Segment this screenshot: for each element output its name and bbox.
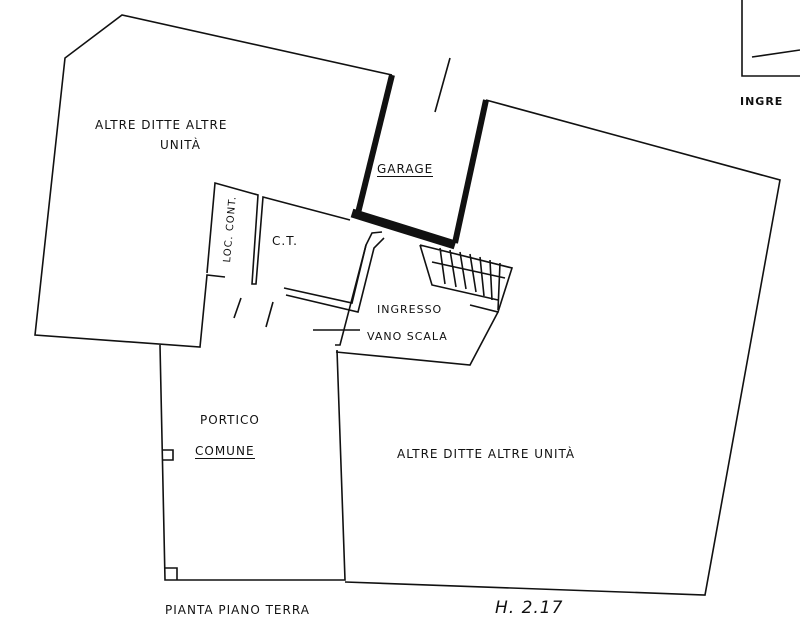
room-label-ingresso: INGRESSO (377, 303, 443, 316)
pillar (163, 449, 178, 580)
room-label-right: ALTRE DITTE ALTRE UNITÀ (397, 447, 576, 461)
room-ct-inner (285, 237, 385, 313)
room-loc-cont (206, 181, 351, 285)
inset-line (751, 49, 800, 58)
room-ingresso (335, 244, 499, 366)
door-mark (233, 57, 451, 328)
room-ct (283, 231, 383, 304)
garage-wall-left (355, 74, 395, 214)
room-label-garage: GARAGE (377, 162, 434, 177)
room-label-ct: C.T. (272, 234, 298, 248)
room-label-top-left-2: UNITÀ (160, 138, 201, 152)
room-label-portico-2: COMUNE (195, 444, 255, 459)
room-label-top-left-1: ALTRE DITTE ALTRE (95, 118, 228, 132)
inset-label: INGRE (740, 95, 784, 108)
room-portico (159, 344, 346, 581)
stairs (419, 244, 514, 313)
room-label-portico-1: PORTICO (200, 413, 260, 427)
room-label-vano-scala: VANO SCALA (367, 330, 448, 343)
inset-frame (741, 0, 800, 77)
plan-title: PIANTA PIANO TERRA (165, 603, 310, 617)
garage-wall-right (452, 99, 489, 244)
garage-front-wall (350, 208, 457, 250)
height-note: H. 2.17 (495, 598, 564, 618)
room-top-left-outline (34, 14, 393, 348)
room-right-outline (344, 99, 781, 596)
